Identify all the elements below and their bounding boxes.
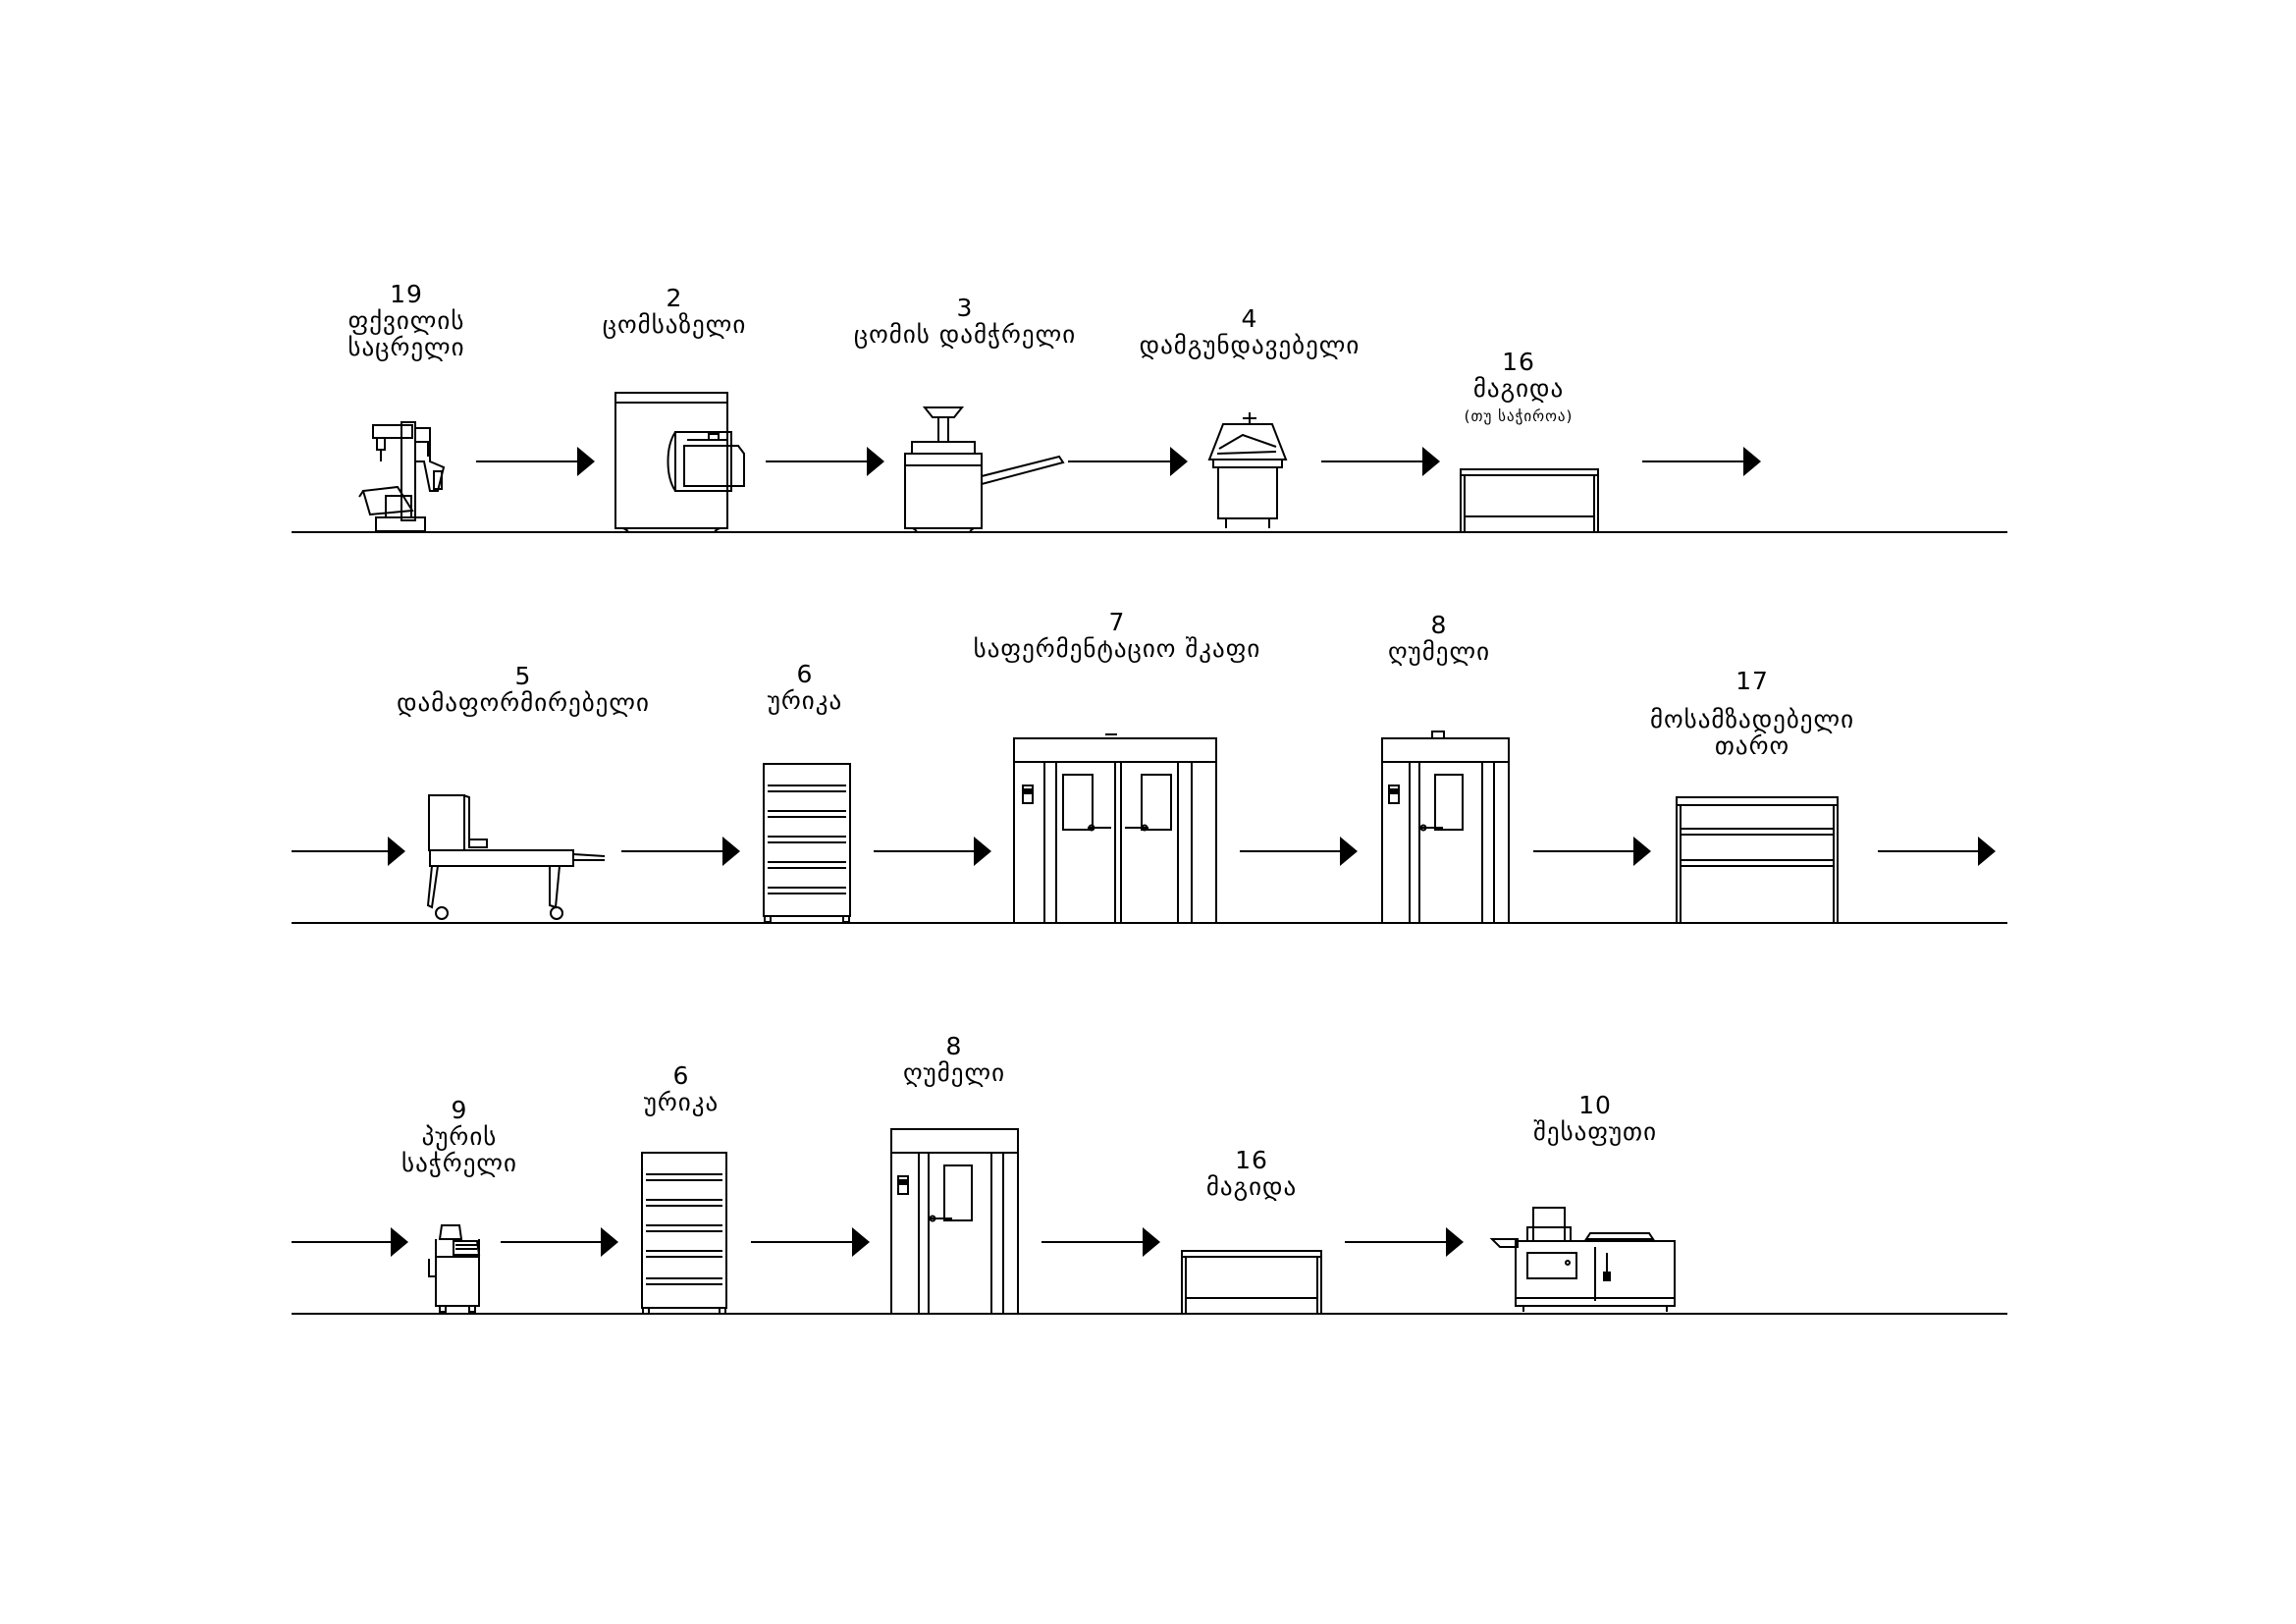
step-name: საცრელი [347,333,465,361]
proofing-cabinet-icon [1013,733,1217,924]
arrow-head [1143,1227,1160,1257]
step-number: 6 [672,1061,690,1090]
step-name: ურიკა [643,1088,720,1116]
step-name: დამაფორმირებელი [397,688,650,717]
arrow-head [1633,837,1651,866]
arrow-head [391,1227,408,1257]
packing-machine-icon [1489,1207,1676,1312]
table-icon [1460,468,1599,533]
step-label: 4 დამგუნდავებელი [1140,305,1361,358]
arrow-head [974,837,991,866]
step-number: 4 [1241,304,1258,333]
step-label: 16 მაგიდა [1206,1147,1297,1200]
dough-mixer-icon [614,392,745,532]
step-name: ცომის დამჭრელი [853,320,1077,349]
step-label: 8 ღუმელი [1388,612,1490,665]
bread-slicer-icon [428,1224,481,1313]
arrow-head [577,447,595,476]
step-number: 16 [1235,1146,1268,1174]
step-label: 8 ღუმელი [903,1033,1005,1086]
table-icon [1181,1250,1322,1315]
arrow-head [1978,837,1996,866]
step-label: 6 ურიკა [644,1062,719,1115]
step-number: 7 [1108,608,1126,636]
flour-sifter-icon [358,421,446,532]
rack-oven-icon [1381,731,1510,924]
rack-trolley-icon [641,1152,727,1315]
step-name: მაგიდა [1472,374,1565,403]
step-note: (თუ საჭიროა) [1464,407,1574,425]
step-name: ღუმელი [902,1058,1006,1087]
arrow-head [388,837,405,866]
step-label: 19 ფქვილის საცრელი [347,281,464,360]
step-number: 2 [666,284,683,312]
dough-moulder-icon [426,794,606,920]
step-name: საფერმენტაციო შკაფი [973,634,1261,663]
arrow-head [1422,447,1440,476]
step-number: 10 [1578,1091,1612,1119]
step-label: 2 ცომსაზელი [603,285,747,338]
arrow-head [852,1227,870,1257]
rack-oven-icon [890,1128,1019,1315]
dough-rounder-icon [1207,412,1288,528]
step-label: 17 მოსამზადებელი თარო [1650,668,1854,759]
rack-trolley-icon [763,763,851,923]
step-name: საჭრელი [401,1149,517,1177]
arrow-head [722,837,740,866]
step-name: შესაფუთი [1532,1117,1658,1146]
arrow-head [1170,447,1188,476]
step-label: 16 მაგიდა (თუ საჭიროა) [1465,349,1574,431]
arrow-head [867,447,884,476]
step-name: დამგუნდავებელი [1139,331,1361,359]
step-number: 8 [1430,611,1448,639]
step-number: 16 [1502,348,1535,376]
step-label: 5 დამაფორმირებელი [397,663,650,716]
arrow-head [1743,447,1761,476]
step-name: თარო [1714,731,1790,760]
step-label: 7 საფერმენტაციო შკაფი [974,609,1261,662]
step-label: 3 ცომის დამჭრელი [854,295,1076,348]
step-number: 9 [451,1096,468,1124]
arrow-head [601,1227,618,1257]
step-number: 17 [1735,667,1769,695]
step-number: 8 [945,1032,963,1060]
step-label: 10 შესაფუთი [1533,1092,1657,1145]
step-name: პურის [421,1122,498,1151]
dough-divider-icon [904,406,1065,532]
step-name: ცომსაზელი [602,310,747,339]
step-number: 6 [796,660,814,688]
arrow-head [1340,837,1358,866]
step-name: ურიკა [767,686,843,715]
step-name: მაგიდა [1205,1172,1298,1201]
step-number: 3 [956,294,974,322]
step-name: ფქვილის [347,306,465,335]
step-label: 9 პურის საჭრელი [401,1097,517,1176]
cooling-shelf-icon [1676,796,1839,924]
step-label: 6 ურიკა [768,661,842,714]
step-name: მოსამზადებელი [1649,705,1855,733]
arrow-head [1446,1227,1464,1257]
step-number: 5 [514,662,532,690]
step-number: 19 [390,280,423,308]
step-name: ღუმელი [1387,637,1491,666]
